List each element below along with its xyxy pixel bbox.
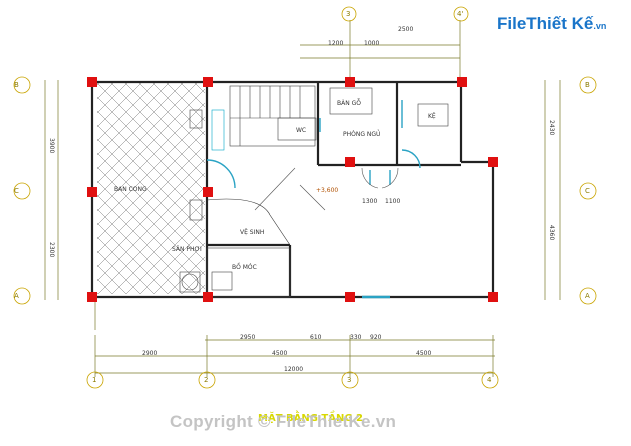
grid-top-4: 4' — [457, 10, 464, 18]
grid-left-c: C — [14, 187, 19, 195]
dim-top-1: 1200 — [328, 40, 344, 47]
columns — [87, 77, 498, 302]
logo-tld: .vn — [593, 21, 607, 31]
dim-bottom-mid-2: 4500 — [272, 350, 288, 357]
dim-door-1: 1300 — [362, 198, 378, 205]
grid-left-b: B — [14, 81, 19, 89]
site-logo: FileThiết Kế.vn — [497, 14, 606, 34]
label-ban-go: BÀN GỖ — [337, 100, 361, 107]
dim-bottom-inner-2: 610 — [310, 334, 322, 341]
dim-bottom-total: 12000 — [284, 366, 304, 373]
grid-top-3: 3 — [346, 10, 351, 18]
dim-bottom-mid-3: 4500 — [416, 350, 432, 357]
copyright-watermark: Copyright © FileThietKe.vn — [170, 412, 397, 431]
dim-left-2: 2300 — [48, 242, 55, 258]
label-san-phoi: SÂN PHƠI — [172, 246, 202, 253]
grid-bottom-2: 2 — [204, 376, 209, 384]
label-wc: WC — [296, 127, 307, 134]
dim-top-2: 1000 — [364, 40, 380, 47]
dim-bottom-mid-1: 2900 — [142, 350, 158, 357]
balcony-hatch — [97, 82, 205, 294]
logo-brand: FileThiết Kế — [497, 14, 594, 33]
label-ban-cong: BAN CONG — [114, 186, 147, 193]
grid-right-c: C — [585, 187, 590, 195]
drawing-title: MẶT BẰNG TẦNG 2 — [258, 413, 363, 424]
label-phong-ngu: PHÒNG NGỦ — [343, 131, 381, 138]
furniture — [179, 87, 449, 298]
dim-right-1: 2430 — [548, 120, 555, 136]
label-ve-sinh: VỆ SINH — [240, 229, 265, 236]
grid-markers — [13, 6, 597, 389]
dim-right-2: 4360 — [548, 225, 555, 241]
dim-left-1: 3900 — [48, 138, 55, 154]
dim-top-3: 2500 — [398, 26, 414, 33]
section-line — [254, 167, 296, 211]
label-bo-moc: BỒ MÓC — [232, 264, 257, 271]
grid-bottom-1: 1 — [92, 376, 97, 384]
grid-bottom-4: 4 — [487, 376, 492, 384]
label-level: +3,600 — [316, 187, 339, 194]
doors — [206, 100, 421, 299]
dim-bottom-inner-1: 2950 — [240, 334, 256, 341]
label-ke: KỆ — [428, 113, 436, 120]
grid-right-b: B — [585, 81, 590, 89]
dim-door-2: 1100 — [385, 198, 401, 205]
dim-bottom-inner-3: 330 — [350, 334, 362, 341]
dim-bottom-inner-4: 920 — [370, 334, 382, 341]
grid-right-a: A — [585, 292, 590, 300]
dimension-lines — [44, 20, 561, 377]
grid-left-a: A — [14, 292, 19, 300]
grid-bottom-3: 3 — [347, 376, 352, 384]
